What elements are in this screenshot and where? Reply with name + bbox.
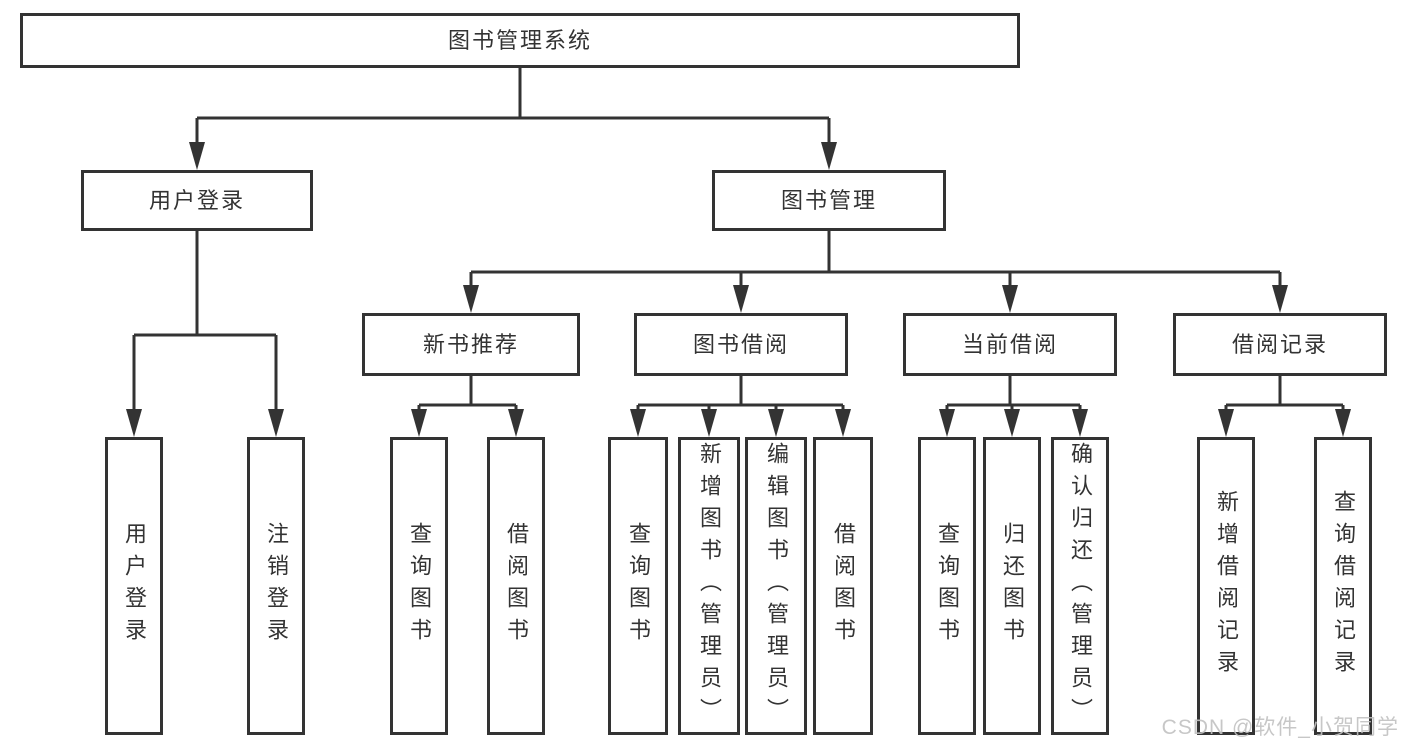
connector-borrow-records-split xyxy=(1224,376,1345,411)
leaf-logout: 注销登录 xyxy=(247,437,305,735)
node-user-login: 用户登录 xyxy=(81,170,313,231)
leaf-borrow-books: 借阅图书 xyxy=(813,437,873,735)
leaf-query-books-recommend: 查询图书 xyxy=(390,437,448,735)
leaf-return-books: 归还图书 xyxy=(983,437,1041,735)
leaf-edit-books-admin: 编辑图书（管理员） xyxy=(745,437,807,735)
arrowheads-user-login-split xyxy=(126,409,284,437)
leaf-add-books-admin: 新增图书（管理员） xyxy=(678,437,740,735)
leaf-query-books-borrow: 查询图书 xyxy=(608,437,668,735)
node-borrow-records: 借阅记录 xyxy=(1173,313,1387,376)
connector-book-mgmt-split xyxy=(469,231,1282,287)
leaf-borrow-books-recommend: 借阅图书 xyxy=(487,437,545,735)
node-book-management: 图书管理 xyxy=(712,170,946,231)
leaf-add-borrow-record: 新增借阅记录 xyxy=(1197,437,1255,735)
node-book-borrow: 图书借阅 xyxy=(634,313,848,376)
connector-user-login-split xyxy=(132,231,278,411)
connector-current-borrow-split xyxy=(945,376,1082,411)
leaf-confirm-return-admin: 确认归还（管理员） xyxy=(1051,437,1109,735)
csdn-watermark: CSDN @软件_小贺同学 xyxy=(1161,716,1399,739)
node-new-book-recommend: 新书推荐 xyxy=(362,313,580,376)
leaf-query-books-current: 查询图书 xyxy=(918,437,976,735)
node-current-borrow: 当前借阅 xyxy=(903,313,1117,376)
arrowheads-book-borrow-split xyxy=(630,409,851,437)
arrowheads-new-book-split xyxy=(411,409,524,437)
connector-new-book-split xyxy=(417,376,518,411)
leaf-user-login: 用户登录 xyxy=(105,437,163,735)
leaf-query-borrow-record: 查询借阅记录 xyxy=(1314,437,1372,735)
arrowheads-book-mgmt-split xyxy=(463,285,1288,313)
node-root-system: 图书管理系统 xyxy=(20,13,1020,68)
connector-book-borrow-split xyxy=(636,376,845,411)
connector-root-split xyxy=(195,68,831,144)
arrowheads-root-split xyxy=(189,142,837,170)
arrowheads-current-borrow-split xyxy=(939,409,1088,437)
arrowheads-borrow-records-split xyxy=(1218,409,1351,437)
